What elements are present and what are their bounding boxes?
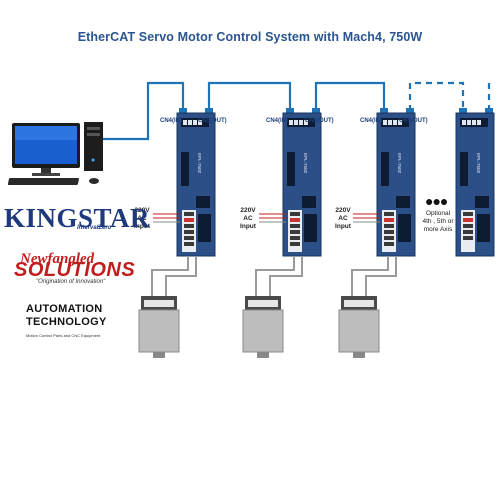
connector-drive1-in [179, 108, 187, 115]
drive3-model-label: EPL-750Z [397, 153, 402, 174]
ac-input-wires [153, 213, 380, 223]
servo-drive-3 [376, 112, 416, 257]
connector-drive4-in [459, 108, 467, 115]
ac-text: AC [338, 215, 348, 222]
drive1-port-in-label: CN4(IN) [160, 118, 182, 124]
optional-line-3: more Axis [423, 226, 453, 233]
servo-drive-4 [455, 112, 495, 257]
servo-motor-3 [338, 296, 380, 358]
servo-motor-2 [242, 296, 284, 358]
optional-line-2: 4th , 5th or [422, 218, 454, 225]
drive3-port-in-label: CN4(IN) [360, 118, 382, 124]
servo-motor-1 [138, 296, 180, 358]
solutions-tagline: "Origination of Innovation" [36, 279, 106, 285]
optional-axis-label: Optional 4th , 5th or more Axis [416, 210, 460, 234]
newfangled-logo-text: Newfangled [20, 251, 95, 267]
connector-drive1-out [205, 108, 213, 115]
optional-line-1: Optional [425, 210, 451, 217]
ac-text: AC [137, 215, 147, 222]
connector-drive2-in [286, 108, 294, 115]
ac-text: AC [243, 215, 253, 222]
technology-logo-text: TECHNOLOGY [26, 316, 107, 328]
cable-drive3-to-optional [408, 81, 465, 111]
drive3-ac-input-label: 220V AC Input [333, 207, 353, 231]
automation-logo-text: AUTOMATION [26, 303, 103, 315]
drive2-port-in-label: CN4(IN) [266, 118, 288, 124]
ac-voltage-text: 220V [335, 207, 351, 214]
desktop-pc-icon [7, 122, 103, 185]
cable-pc-to-drive1 [103, 81, 185, 141]
servo-drive-1 [176, 112, 216, 257]
drive3-port-out-label: CN5(OUT) [399, 118, 428, 124]
optional-ellipsis: ●●● [425, 193, 448, 209]
ethercat-cables [103, 81, 491, 141]
connector-drive3-out [406, 108, 414, 115]
drive1-ac-input-label: 220V AC Input [132, 207, 152, 231]
drive2-ac-input-label: 220V AC Input [238, 207, 258, 231]
drive1-model-label: EPL-750Z [197, 153, 202, 174]
drive1-port-out-label: CN5(OUT) [198, 118, 227, 124]
drive4-model-label: EPL-750Z [476, 153, 481, 174]
ac-input-text: Input [134, 223, 150, 230]
servo-drive-2 [282, 112, 322, 257]
ac-voltage-text: 220V [240, 207, 256, 214]
ac-input-text: Input [335, 223, 351, 230]
intervalzero-logo-text: IntervalZero [77, 225, 112, 231]
connector-drive2-out [312, 108, 320, 115]
automation-tagline: Motion Control Parts and CNC Equipment [26, 333, 101, 338]
ac-input-text: Input [240, 223, 256, 230]
drive2-port-out-label: CN5(OUT) [305, 118, 334, 124]
diagram-title: EtherCAT Servo Motor Control System with… [77, 30, 423, 44]
connector-drive4-out [485, 108, 493, 115]
motor-cables [151, 256, 397, 302]
drive2-model-label: EPL-750Z [303, 153, 308, 174]
cable-drive1-to-drive2 [207, 81, 292, 111]
cable-drive2-to-drive3 [314, 81, 386, 111]
ac-voltage-text: 220V [134, 207, 150, 214]
solutions-logo-text: SOLUTIONS [14, 259, 136, 281]
kingstar-logo: KINGSTAR [4, 203, 151, 233]
connector-drive3-in [380, 108, 388, 115]
